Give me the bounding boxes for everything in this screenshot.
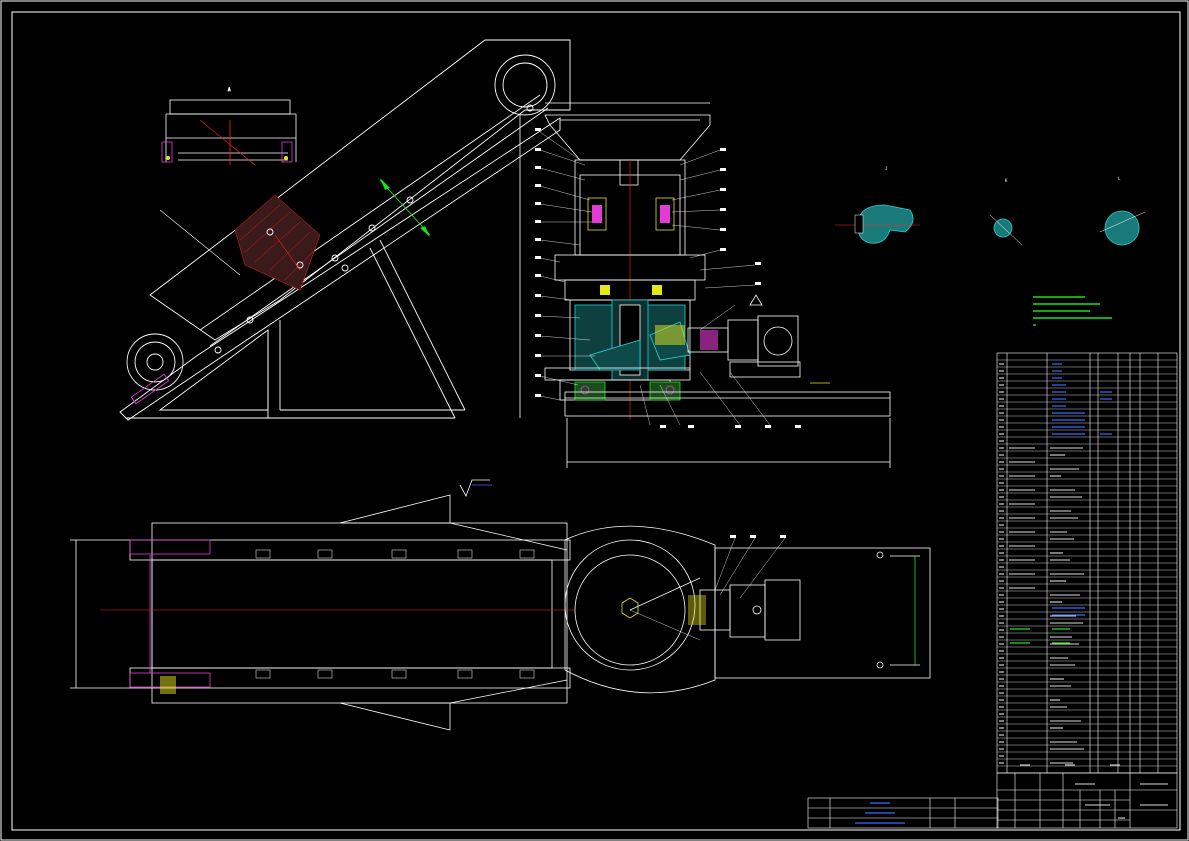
section-j-label: J bbox=[885, 166, 887, 171]
crusher-section-view bbox=[519, 102, 891, 468]
section-k-label: K bbox=[1005, 178, 1008, 183]
section-detail-l: L bbox=[1099, 176, 1146, 246]
conveyor-plan-view bbox=[70, 479, 931, 731]
revision-table bbox=[807, 797, 999, 829]
technical-requirements bbox=[1033, 296, 1112, 326]
detail-view-a-label: A bbox=[228, 87, 231, 92]
inclined-conveyor-side-view bbox=[119, 39, 571, 421]
section-l-label: L bbox=[1118, 176, 1121, 181]
parts-list-table bbox=[996, 352, 1178, 774]
section-detail-k: K bbox=[989, 178, 1023, 246]
title-block bbox=[996, 764, 1178, 829]
detail-view-a: A bbox=[161, 87, 297, 165]
inner-border bbox=[11, 11, 1181, 831]
section-detail-j: J bbox=[835, 166, 920, 244]
